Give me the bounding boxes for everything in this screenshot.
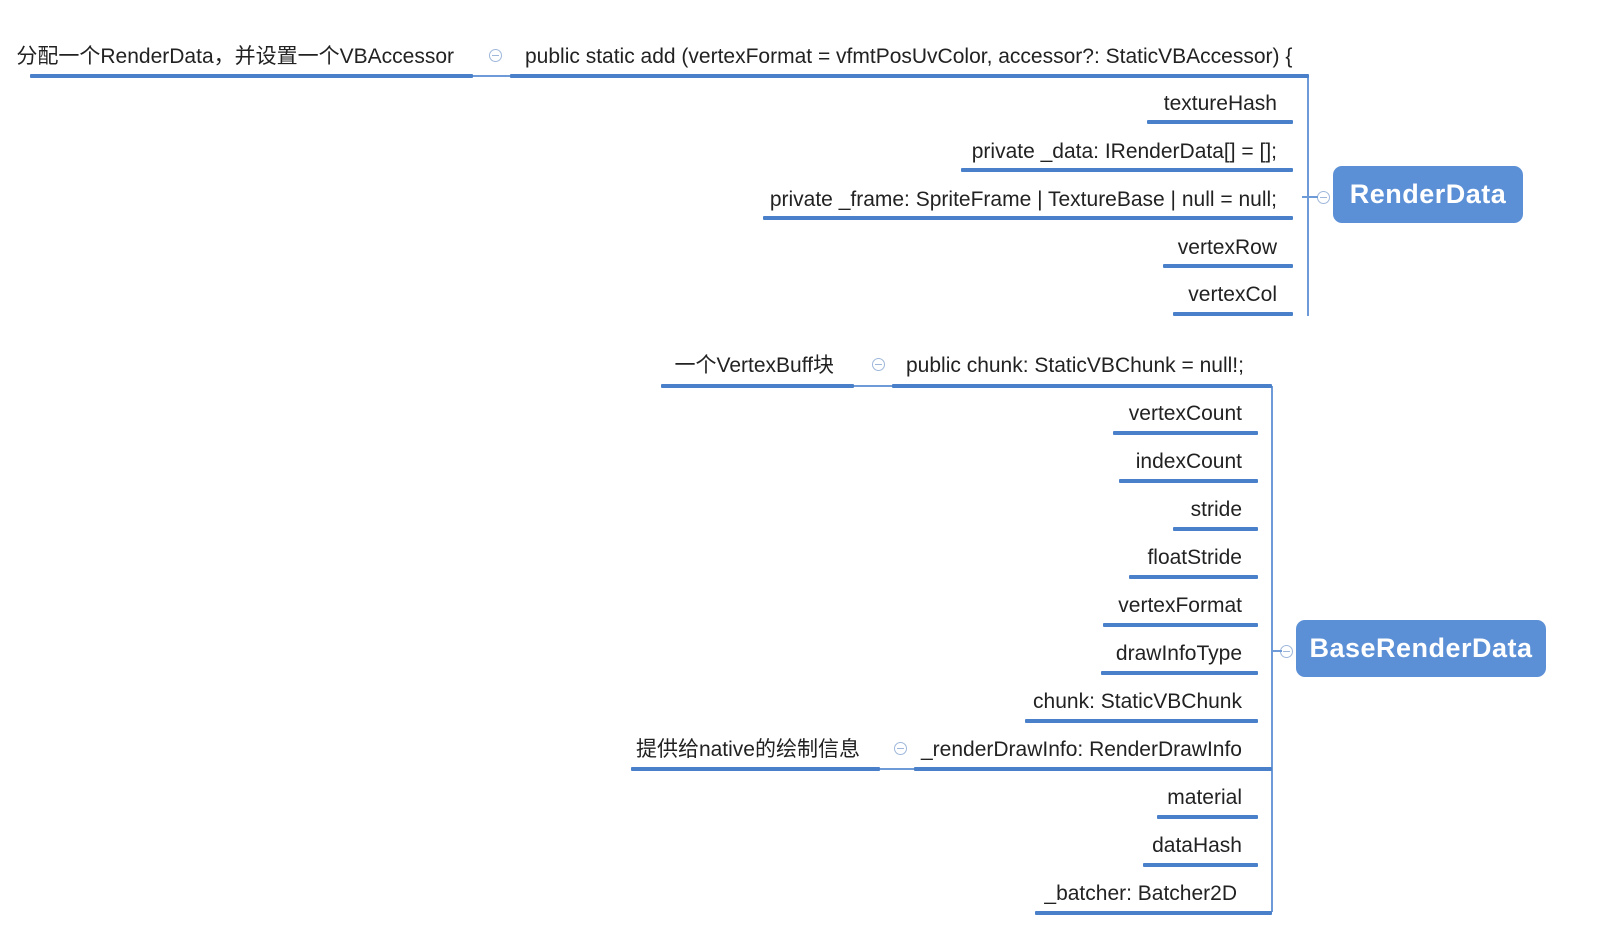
base-render-data-render-draw-info-note-underline <box>631 767 880 771</box>
base-render-data-chunk-note[interactable]: 一个VertexBuff块 <box>674 354 834 377</box>
render-data-frame-field[interactable]: private _frame: SpriteFrame | TextureBas… <box>769 188 1277 211</box>
base-render-data-spine <box>1271 386 1273 912</box>
render-data-vertex-col[interactable]: vertexCol <box>1188 283 1277 306</box>
render-data-add-method[interactable]: public static add (vertexFormat = vfmtPo… <box>525 45 1293 68</box>
base-render-data-stride[interactable]: stride <box>1190 498 1242 521</box>
base-render-data-chunk-type[interactable]: chunk: StaticVBChunk <box>1033 690 1242 713</box>
base-render-data-material-underline <box>1157 815 1258 819</box>
base-render-data-chunk-note-connector <box>854 385 892 387</box>
base-render-data-render-draw-info-collapse-icon[interactable] <box>894 742 907 755</box>
base-render-data-index-count-underline <box>1119 479 1258 483</box>
base-render-data-render-draw-info-note[interactable]: 提供给native的绘制信息 <box>635 738 860 761</box>
base-render-data-render-draw-info-note-connector <box>880 768 914 770</box>
base-render-data-render-draw-info-underline <box>914 767 1272 771</box>
render-data-add-note-underline <box>30 74 473 78</box>
render-data-vertex-row[interactable]: vertexRow <box>1177 236 1277 259</box>
render-data-add-note-connector <box>473 75 510 77</box>
render-data-root-node[interactable]: RenderData <box>1333 166 1523 223</box>
base-render-data-batcher-underline <box>1035 911 1272 915</box>
base-render-data-vertex-count[interactable]: vertexCount <box>1128 402 1242 425</box>
base-render-data-chunk-collapse-icon[interactable] <box>872 358 885 371</box>
base-render-data-vertex-format[interactable]: vertexFormat <box>1118 594 1242 617</box>
render-data-add-note[interactable]: 分配一个RenderData，并设置一个VBAccessor <box>16 45 454 68</box>
base-render-data-root-node[interactable]: BaseRenderData <box>1296 620 1546 677</box>
base-render-data-float-stride-underline <box>1129 575 1258 579</box>
base-render-data-material[interactable]: material <box>1167 786 1242 809</box>
base-render-data-data-hash-underline <box>1143 863 1258 867</box>
render-data-add-collapse-icon[interactable] <box>489 49 502 62</box>
render-data-frame-underline <box>763 216 1293 220</box>
base-render-data-vertex-format-underline <box>1103 623 1258 627</box>
base-render-data-chunk-note-underline <box>661 384 854 388</box>
base-render-data-vertex-count-underline <box>1113 431 1258 435</box>
render-data-vertex-row-underline <box>1163 264 1293 268</box>
base-render-data-render-draw-info[interactable]: _renderDrawInfo: RenderDrawInfo <box>921 738 1242 761</box>
base-render-data-chunk-underline <box>892 384 1272 388</box>
base-render-data-index-count[interactable]: indexCount <box>1135 450 1242 473</box>
base-render-data-float-stride[interactable]: floatStride <box>1147 546 1242 569</box>
render-data-texture-hash[interactable]: textureHash <box>1163 92 1277 115</box>
base-render-data-root-label: BaseRenderData <box>1309 633 1533 663</box>
render-data-texture-hash-underline <box>1147 120 1293 124</box>
render-data-connector-h <box>1302 196 1318 198</box>
base-render-data-collapse-icon[interactable] <box>1280 645 1293 658</box>
render-data-vertex-col-underline <box>1173 312 1293 316</box>
base-render-data-chunk-type-underline <box>1025 719 1258 723</box>
base-render-data-draw-info-type[interactable]: drawInfoType <box>1115 642 1242 665</box>
render-data-add-underline <box>510 74 1309 78</box>
base-render-data-stride-underline <box>1173 527 1258 531</box>
base-render-data-connector-h <box>1272 650 1282 652</box>
render-data-spine <box>1307 76 1309 316</box>
render-data-data-underline <box>961 168 1293 172</box>
render-data-data-field[interactable]: private _data: IRenderData[] = []; <box>971 140 1277 163</box>
render-data-collapse-icon[interactable] <box>1317 191 1330 204</box>
base-render-data-draw-info-type-underline <box>1101 671 1258 675</box>
base-render-data-batcher[interactable]: _batcher: Batcher2D <box>1044 882 1237 905</box>
base-render-data-chunk[interactable]: public chunk: StaticVBChunk = null!; <box>906 354 1244 377</box>
base-render-data-data-hash[interactable]: dataHash <box>1152 834 1242 857</box>
render-data-root-label: RenderData <box>1349 179 1507 209</box>
